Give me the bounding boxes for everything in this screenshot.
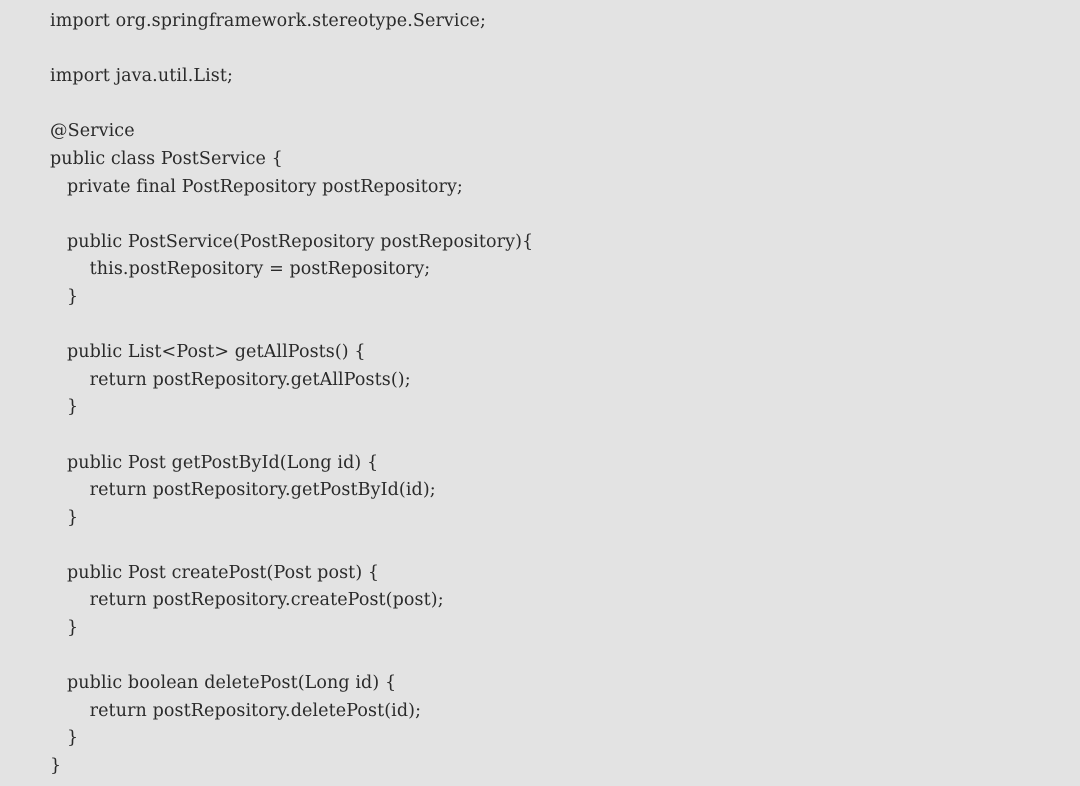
code-line: return postRepository.getPostById(id);: [50, 480, 436, 501]
code-line: }: [50, 397, 79, 418]
code-line: public boolean deletePost(Long id) {: [50, 673, 397, 694]
code-line: public PostService(PostRepository postRe…: [50, 231, 534, 252]
code-line: public Post getPostById(Long id) {: [50, 452, 379, 473]
code-line: }: [50, 756, 62, 777]
code-line: [50, 643, 533, 671]
code-line: public List<Post> getAllPosts() {: [50, 342, 366, 363]
code-line: this.postRepository = postRepository;: [50, 259, 431, 280]
code-line: }: [50, 618, 79, 639]
code-line: @Service: [50, 121, 135, 142]
code-line: import org.springframework.stereotype.Se…: [50, 11, 486, 31]
code-line: private final PostRepository postReposit…: [50, 176, 463, 197]
code-line: [50, 532, 533, 560]
code-line: }: [50, 728, 79, 749]
code-line: [50, 91, 533, 119]
code-line: return postRepository.deletePost(id);: [50, 700, 422, 721]
code-line: return postRepository.createPost(post);: [50, 590, 444, 611]
code-line: [50, 201, 533, 229]
code-line: [50, 312, 533, 340]
code-line: }: [50, 286, 79, 307]
code-line: public class PostService {: [50, 148, 283, 169]
code-line: [50, 36, 533, 64]
code-block: import org.springframework.stereotype.Se…: [50, 8, 533, 781]
code-line: return postRepository.getAllPosts();: [50, 369, 411, 390]
code-line: import java.util.List;: [50, 66, 234, 87]
code-line: [50, 422, 533, 450]
code-line: }: [50, 507, 79, 528]
code-line: public Post createPost(Post post) {: [50, 562, 380, 583]
